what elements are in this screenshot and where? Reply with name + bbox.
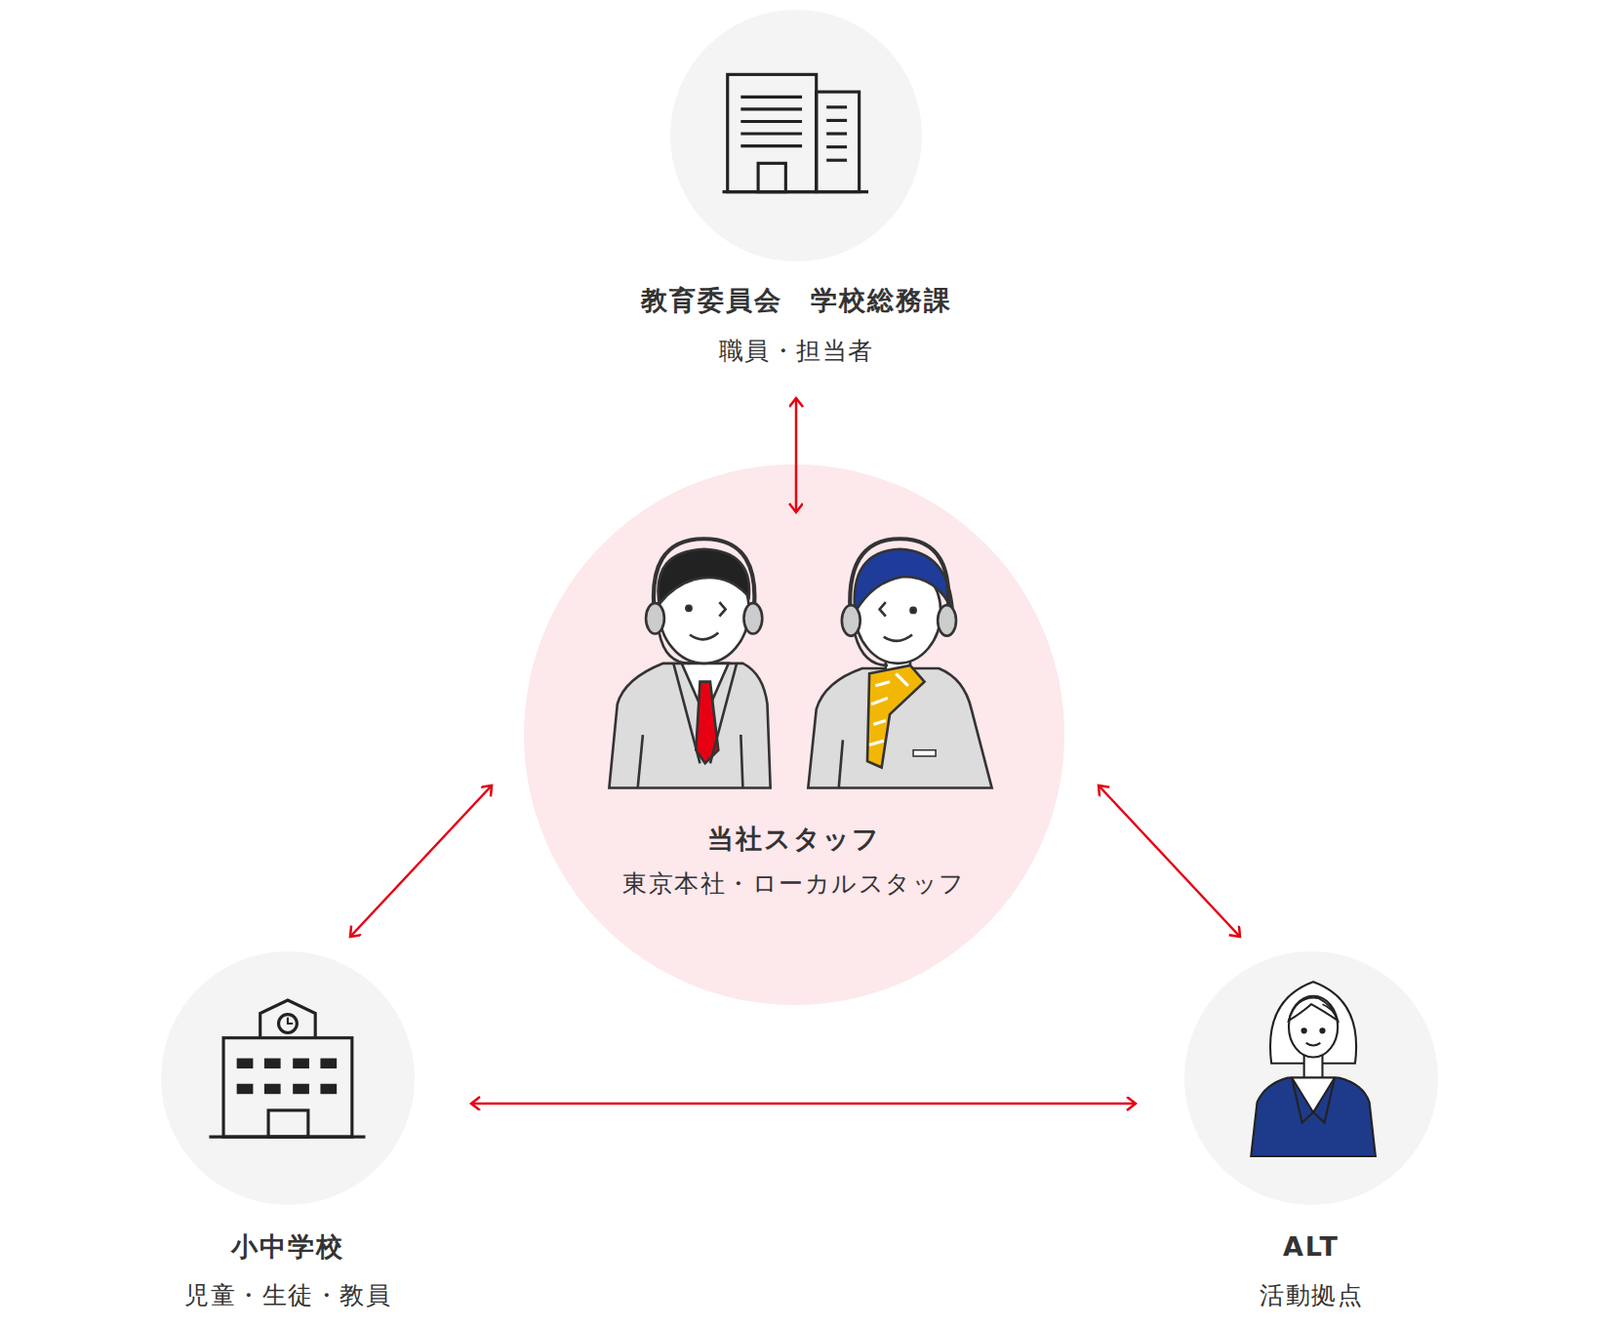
double-arrow-connector [471,1102,1136,1106]
node-subtext: 活動拠点 [1259,1278,1363,1314]
company-staff-circle: 当社スタッフ東京本社・ローカルスタッフ [523,464,1065,1005]
board-of-education-circle: 教育委員会 学校総務課職員・担当者 [670,9,922,262]
node-subtext: 職員・担当者 [719,333,875,369]
node-heading: 当社スタッフ [707,821,881,857]
node-heading: ALT [1282,1229,1340,1265]
node-subtext: 東京本社・ローカルスタッフ [622,866,966,902]
node-subtext: 児童・生徒・教員 [184,1278,392,1314]
school-circle: 小中学校児童・生徒・教員 [160,951,415,1205]
double-arrow-connector [795,398,799,513]
node-heading: 教育委員会 学校総務課 [640,282,953,319]
double-arrow-connector [350,785,492,937]
double-arrow-connector [1098,785,1240,937]
node-heading: 小中学校 [231,1229,345,1265]
alt-circle: ALT活動拠点 [1184,951,1439,1205]
